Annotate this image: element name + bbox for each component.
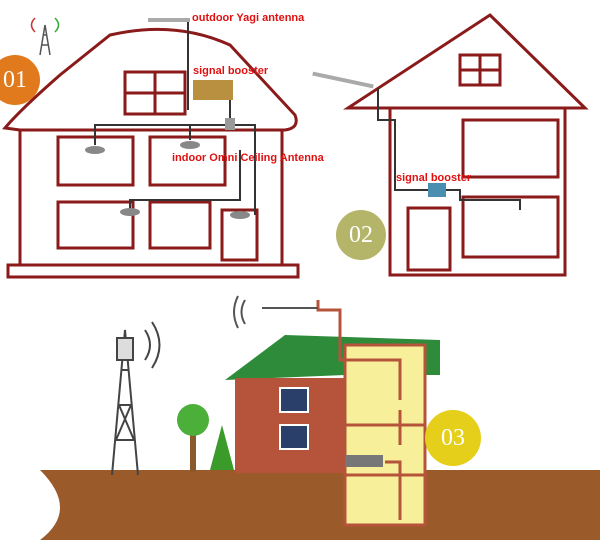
booster-device-02 xyxy=(428,183,446,197)
yagi-antenna-01 xyxy=(148,18,190,22)
booster-device-03 xyxy=(345,455,383,467)
label-signal-booster-1: signal booster xyxy=(193,65,269,77)
cables-01 xyxy=(94,22,256,215)
house-01 xyxy=(2,27,300,279)
cables-02 xyxy=(377,88,521,210)
yagi-antenna-02 xyxy=(312,71,374,89)
badge-02: 02 xyxy=(336,210,386,260)
trees xyxy=(177,404,234,472)
label-indoor-omni-ceiling-antenna: indoor Omni Ceiling Antenna xyxy=(172,152,324,164)
label-outdoor-yagi-antenna: outdoor Yagi antenna xyxy=(192,12,305,24)
ground xyxy=(40,470,600,540)
booster-device-01 xyxy=(193,80,233,100)
label-signal-booster-2: signal booster xyxy=(396,172,472,184)
house-02 xyxy=(342,13,589,277)
badge-01: 01 xyxy=(0,55,40,105)
yagi-antenna-03 xyxy=(233,295,318,329)
cell-tower xyxy=(111,321,161,476)
splitter-01 xyxy=(225,118,235,130)
windows-03 xyxy=(279,387,309,450)
yellow-wall xyxy=(343,343,427,527)
badge-03: 03 xyxy=(425,410,481,466)
cell-tower-small-icon xyxy=(30,17,60,56)
ceiling-antennas-01 xyxy=(85,141,250,219)
